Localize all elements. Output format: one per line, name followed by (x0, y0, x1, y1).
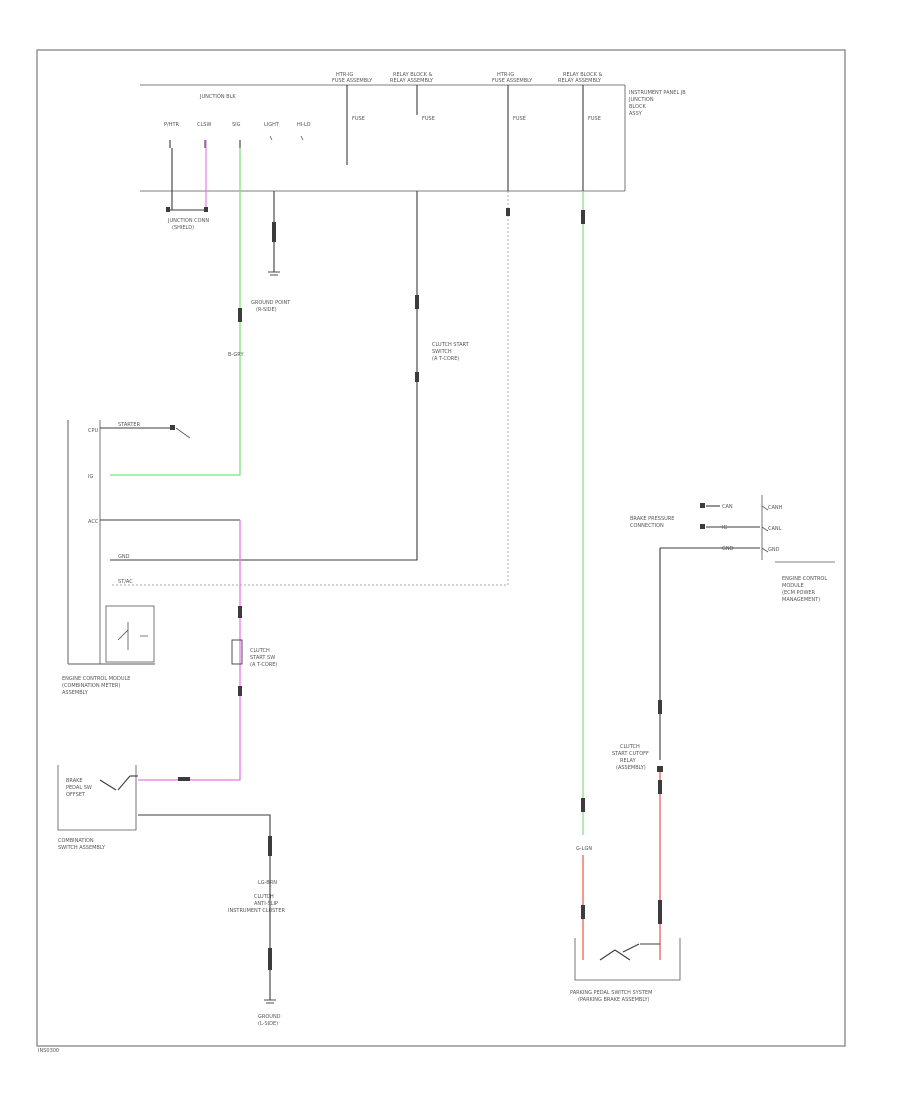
label-right-relay-4: (ASSEMBLY) (616, 765, 646, 771)
parking-pedal-switch (574, 938, 681, 981)
label-clutch-sw-3: (A T-CORE) (250, 662, 277, 668)
label-right-relay-1: CLUTCH (620, 744, 640, 750)
label-ecu-3: ASSEMBLY (62, 690, 89, 696)
label-ecu-pin-6: ST/AC (118, 579, 133, 585)
label-right-ecu-3: (ECM POWER (782, 590, 816, 596)
label-clutch-sw-2: START SW (250, 655, 275, 661)
label-top-fuse-4: RELAY BLOCK & (563, 72, 603, 78)
label-pin-4: LIGHT (264, 122, 280, 128)
label-ecu-pin-1: CPU (88, 428, 99, 434)
label-fuse-a: FUSE (352, 116, 365, 122)
label-lower-fuse-3: INSTRUMENT CLUSTER (228, 908, 286, 914)
label-pin-2: CLSW (197, 122, 211, 128)
label-right-relay-2: START CUTOFF (612, 751, 649, 757)
label-pin-1: P/HTR (164, 122, 180, 128)
label-right-conn-pin-3: GND (722, 546, 734, 552)
label-ecu: ENGINE CONTROL MODULE (62, 676, 130, 682)
label-bottom-sw: PARKING PEDAL SWITCH SYSTEM (570, 990, 652, 996)
label-top-fuse-4-sub: RELAY ASSEMBLY (558, 78, 602, 84)
label-relay-2: SWITCH (432, 349, 452, 355)
label-right-ecu-4: MANAGEMENT) (782, 597, 820, 603)
label-connector-left-2: (SHIELD) (172, 225, 194, 231)
combination-switch (57, 765, 138, 831)
label-bottom-sw-2: (PARKING BRAKE ASSEMBLY) (578, 997, 649, 1003)
label-stop-sw-2: PEDAL SW (66, 785, 92, 791)
label-junction-block: JUNCTION BLK (199, 94, 236, 100)
label-right-conn-pin-2: IG (722, 525, 727, 531)
label-stop-sw-1: BRAKE (66, 778, 83, 784)
label-stop-sw-3: OFFSET (66, 792, 86, 798)
label-switch-box-2: SWITCH ASSEMBLY (58, 845, 106, 851)
label-top-fuse-2: RELAY BLOCK & (393, 72, 433, 78)
label-pin-3: SIG (232, 122, 241, 128)
label-lower-wire-1: LG-BRN (258, 880, 277, 886)
label-switch-box: COMBINATION (58, 838, 94, 844)
label-right-pin-a: CANH (768, 505, 783, 511)
label-top-fuse-2-sub: RELAY ASSEMBLY (390, 78, 434, 84)
label-right-box-3: BLOCK (629, 104, 646, 110)
right-connector (660, 495, 769, 560)
label-top-fuse-3-sub: FUSE ASSEMBLY (492, 78, 533, 84)
diagram-frame (36, 49, 846, 1047)
label-lower-fuse-1: CLUTCH (254, 894, 274, 900)
label-right-pin-c: GND (768, 547, 780, 553)
label-wire-code-1: B-GRY (228, 352, 244, 358)
top-bus (140, 84, 626, 192)
wire-pink-main (138, 520, 241, 781)
label-ecu-pin-3: IG (88, 474, 93, 480)
label-top-fuse-1: HTR-IG (336, 72, 353, 78)
label-pin-5: HI-LO (297, 122, 311, 128)
label-right-box-4: ASSY (629, 111, 643, 117)
label-top-fuse-3: HTR-IG (497, 72, 514, 78)
label-ground-2-sub: (L-SIDE) (258, 1021, 278, 1027)
label-fuse-b: FUSE (422, 116, 435, 122)
label-ground-2: GROUND (258, 1014, 281, 1020)
ecu-pins (100, 425, 240, 521)
label-right-conn-2: CONNECTION (630, 523, 664, 529)
label-right-ecu: ENGINE CONTROL (782, 576, 827, 582)
label-right-conn-pin-1: CAN (722, 504, 733, 510)
label-ground-1: GROUND POINT (251, 300, 291, 306)
label-right-ecu-2: MODULE (782, 583, 804, 589)
label-ecu-pin-4: ACC (88, 519, 99, 525)
label-ground-1-sub: (R-SIDE) (256, 307, 277, 313)
label-right-pin-b: CANL (768, 526, 782, 532)
label-right-box-2: JUNCTION (628, 97, 654, 103)
label-green-wire-code: G-LGN (576, 846, 592, 852)
label-ecu-pin-2: STARTER (118, 422, 141, 428)
label-lower-fuse-2: ANTI-SLIP (254, 901, 278, 907)
label-right-relay-3: RELAY (620, 758, 637, 764)
label-fuse-d: FUSE (588, 116, 601, 122)
label-right-conn-1: BRAKE PRESSURE (630, 516, 674, 522)
wire-green-left (110, 148, 241, 476)
pin-stubs (169, 135, 304, 148)
ecu-block (67, 420, 155, 665)
label-clutch-sw: CLUTCH (250, 648, 270, 654)
label-relay: CLUTCH START (432, 342, 470, 348)
label-top-fuse-1-sub: FUSE ASSEMBLY (332, 78, 373, 84)
label-right-box: INSTRUMENT PANEL JB (629, 90, 686, 96)
label-ecu-2: (COMBINATION METER) (62, 683, 120, 689)
label-connector-left: JUNCTION CONN (167, 218, 209, 224)
label-relay-3: (A T-CORE) (432, 356, 459, 362)
label-ecu-pin-5: GND (118, 554, 130, 560)
label-fuse-c: FUSE (513, 116, 526, 122)
figure-tag: INS0300 (38, 1048, 59, 1054)
